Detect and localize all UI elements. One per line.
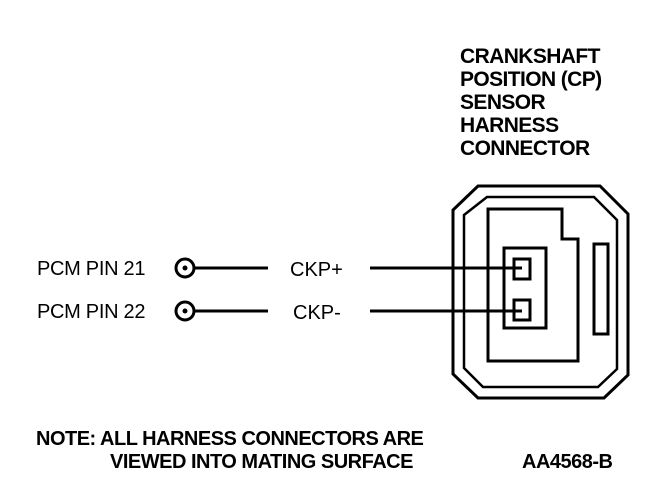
figure-code: AA4568-B [522,451,613,473]
connector-title-line-2: POSITION (CP) [460,68,602,91]
terminal-carrier [502,246,548,330]
pcm-pin-21-label: PCM PIN 21 [37,258,145,280]
pcm-pin-22-terminal-dot [182,308,188,314]
connector-title-line-5: CONNECTOR [460,137,590,160]
footer-note: NOTE: ALL HARNESS CONNECTORS ARE VIEWED … [36,428,613,473]
connector-title-line-4: HARNESS [460,114,559,137]
connector-body [451,184,630,400]
connector-cavity [486,207,580,363]
pcm-pin-22-label: PCM PIN 22 [37,301,145,323]
connector-title-line-1: CRANKSHAFT [460,45,601,68]
ckp-minus-label: CKP- [293,302,341,324]
wire-ckp-minus: PCM PIN 22 CKP- [37,300,522,324]
ckp-plus-label: CKP+ [290,259,343,281]
pcm-pin-21-terminal-dot [182,265,188,271]
connector-lock-tab [592,242,610,336]
connector-title-line-3: SENSOR [460,91,546,114]
note-line-2: VIEWED INTO MATING SURFACE [110,451,413,473]
connector-inner-housing [462,195,619,389]
connector-title: CRANKSHAFT POSITION (CP) SENSOR HARNESS … [460,45,602,160]
connector-outer-housing [451,184,630,400]
wire-ckp-plus: PCM PIN 21 CKP+ [37,257,522,281]
note-line-1: NOTE: ALL HARNESS CONNECTORS ARE [36,428,424,450]
